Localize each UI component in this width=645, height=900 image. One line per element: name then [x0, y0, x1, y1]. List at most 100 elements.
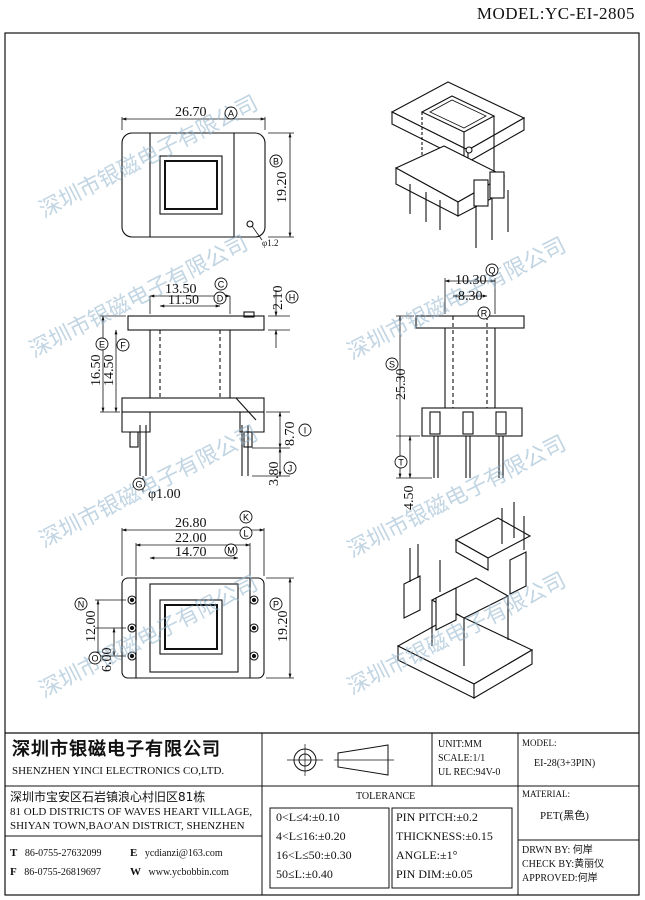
approved-by: APPROVED:何岸	[522, 873, 598, 884]
marker-label: Q	[488, 266, 495, 276]
marker-b: B	[269, 154, 283, 168]
marker-a: A	[224, 106, 238, 120]
marker-label: K	[243, 513, 249, 523]
pin-pitch-text: PIN PITCH:±0.2	[396, 810, 478, 824]
isometric-view-top	[390, 81, 526, 248]
marker-label: P	[273, 600, 279, 610]
dim-P: 19.20	[276, 611, 291, 643]
marker-m: M	[224, 543, 238, 557]
email-label: E	[130, 847, 138, 859]
company-name-cn: 深圳市银磁电子有限公司	[12, 739, 221, 760]
fax-number: 86-0755-26819697	[24, 867, 101, 878]
tolerance-row-2: 4<L≤16:±0.20	[276, 829, 346, 843]
ul-text: UL REC:94V-0	[438, 767, 501, 778]
marker-label: T	[398, 458, 404, 468]
drawn-by: DRWN BY: 何岸	[522, 845, 593, 856]
material-value: PET(黑色)	[540, 810, 589, 822]
tolerance-row-4: 50≤L:±0.40	[276, 867, 333, 881]
marker-label: M	[227, 546, 235, 556]
bottom-view	[95, 528, 294, 679]
website-link[interactable]: www.ycbobbin.com	[148, 867, 229, 878]
watermark-text: 深圳市银磁电子有限公司	[343, 233, 570, 365]
marker-h: H	[285, 290, 299, 304]
scale-text: SCALE:1/1	[438, 753, 486, 764]
dim-S: 25.30	[394, 369, 409, 401]
dim-Q: 10.30	[455, 273, 487, 288]
angle-text: ANGLE:±1°	[396, 848, 458, 862]
projection-symbol	[287, 744, 394, 776]
dim-G: φ1.00	[148, 487, 181, 502]
dim-O: 6.00	[100, 648, 115, 673]
outer-border	[4, 32, 640, 896]
fax-label: F	[10, 866, 17, 878]
marker-label: O	[91, 654, 98, 664]
side-view	[396, 278, 525, 479]
model-title: MODEL:YC-EI-2805	[476, 4, 635, 23]
marker-i: I	[298, 423, 312, 437]
phone-number: 86-0755-27632099	[24, 848, 102, 859]
marker-label: S	[389, 360, 395, 370]
fax-row: F 86-0755-26819697	[10, 866, 101, 879]
dim-I: 8.70	[283, 422, 298, 447]
marker-s: S	[385, 357, 399, 371]
marker-f: F	[116, 338, 130, 352]
marker-label: H	[289, 293, 296, 303]
marker-p: P	[269, 597, 283, 611]
web-label: W	[130, 866, 141, 878]
titleblock-lines	[5, 733, 639, 895]
front-view	[100, 290, 290, 492]
marker-d: D	[213, 291, 227, 305]
dim-C: 13.50	[165, 282, 197, 297]
marker-label: C	[218, 280, 225, 290]
dim-R: 8.30	[458, 289, 483, 304]
watermark-text: 深圳市银磁电子有限公司	[35, 571, 262, 703]
marker-label: A	[228, 109, 234, 119]
marker-t: T	[394, 455, 408, 469]
marker-o: O	[88, 651, 102, 665]
marker-label: G	[135, 480, 142, 490]
dim-F: 14.50	[102, 355, 117, 387]
marker-c: C	[214, 277, 228, 291]
marker-label: J	[288, 464, 293, 474]
isometric-view-bottom	[396, 502, 534, 699]
marker-label: L	[243, 529, 248, 539]
check-by: CHECK BY:黄丽仪	[522, 859, 605, 870]
dim-A: 26.70	[175, 105, 207, 120]
email-row: E ycdianzi@163.com	[130, 847, 223, 860]
marker-j: J	[283, 461, 297, 475]
marker-label: N	[78, 600, 85, 610]
dim-H: 2.10	[271, 286, 286, 311]
marker-label: B	[273, 157, 279, 167]
dimension-markers: A B CD E F G H I J KLM N O P Q R S T	[74, 106, 499, 665]
dim-phi12: φ1.2	[262, 238, 278, 248]
tolerance-row-3: 16<L≤50:±0.30	[276, 848, 352, 862]
top-view	[121, 117, 294, 241]
thickness-text: THICKNESS:±0.15	[396, 829, 493, 843]
marker-g: G	[132, 477, 146, 491]
dim-T: 4.50	[402, 486, 417, 511]
marker-q: Q	[485, 263, 499, 277]
marker-label: R	[481, 309, 488, 319]
marker-label: D	[217, 294, 224, 304]
tolerance-title: TOLERANCE	[356, 791, 416, 802]
phone-label: T	[10, 847, 18, 859]
address-en-line2: SHIYAN TOWN,BAO'AN DISTRICT, SHENZHEN	[10, 820, 245, 832]
company-name-en: SHENZHEN YINCI ELECTRONICS CO,LTD.	[12, 765, 225, 777]
marker-label: I	[304, 426, 307, 436]
marker-k: K	[239, 510, 253, 524]
pin-dim-text: PIN DIM:±0.05	[396, 867, 473, 881]
dim-J: 3.80	[267, 462, 282, 487]
marker-r: R	[477, 306, 491, 320]
marker-label: F	[120, 341, 126, 351]
tolerance-row-1: 0<L≤4:±0.10	[276, 810, 340, 824]
marker-e: E	[95, 337, 109, 351]
email-address[interactable]: ycdianzi@163.com	[144, 848, 223, 859]
model-value: EI-28(3+3PIN)	[534, 758, 596, 769]
marker-label: E	[99, 340, 105, 350]
dim-E: 16.50	[89, 355, 104, 387]
dim-K: 26.80	[175, 516, 207, 531]
web-row: W www.ycbobbin.com	[130, 866, 229, 879]
dim-B: 19.20	[275, 172, 290, 204]
address-cn: 深圳市宝安区石岩镇浪心村旧区81栋	[10, 790, 206, 804]
